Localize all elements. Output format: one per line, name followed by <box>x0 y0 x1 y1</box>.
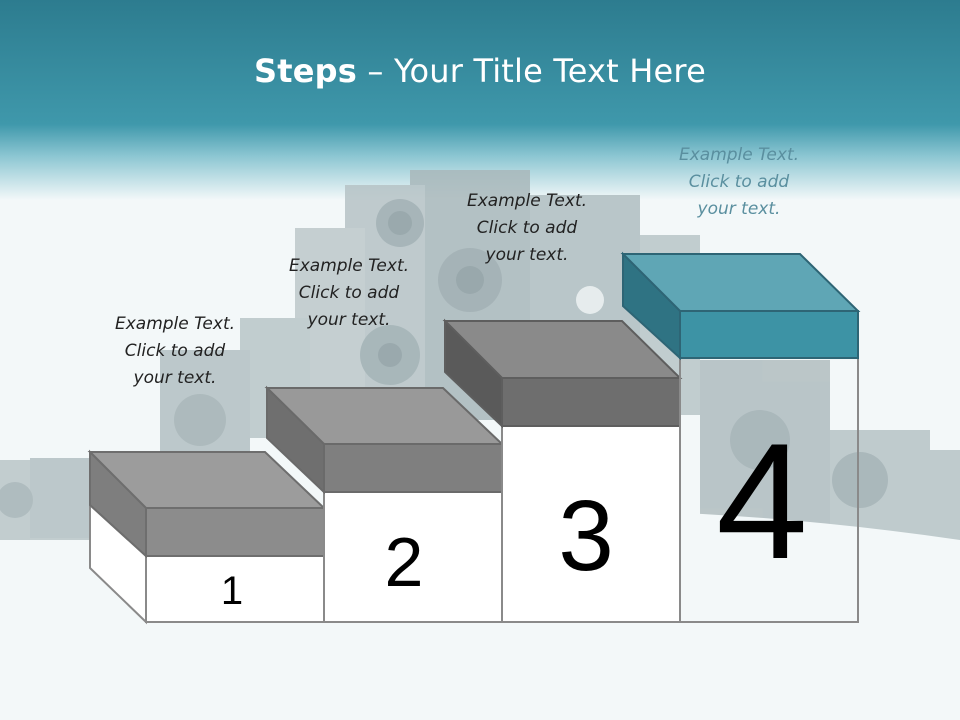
step-3-text-placeholder[interactable]: Example Text. Click to add your text. <box>466 191 588 265</box>
step-4-text-placeholder[interactable]: Example Text. Click to add your text. <box>678 145 800 219</box>
title-rest: – Your Title Text Here <box>357 52 706 90</box>
slide-title[interactable]: Steps – Your Title Text Here <box>0 52 960 90</box>
step-number-3: 3 <box>558 480 614 592</box>
step-3 <box>442 318 683 623</box>
step-1 <box>87 449 327 625</box>
step-number-2: 2 <box>385 523 424 601</box>
step-1-text-placeholder[interactable]: Example Text. Click to add your text. <box>114 314 236 388</box>
step-2 <box>264 385 505 623</box>
step-2-text-placeholder[interactable]: Example Text. Click to add your text. <box>288 256 410 330</box>
header-band <box>0 0 960 200</box>
step-4 <box>620 251 861 623</box>
step-number-1: 1 <box>221 569 243 613</box>
title-bold-word: Steps <box>254 52 358 90</box>
step-number-4: 4 <box>716 409 808 593</box>
